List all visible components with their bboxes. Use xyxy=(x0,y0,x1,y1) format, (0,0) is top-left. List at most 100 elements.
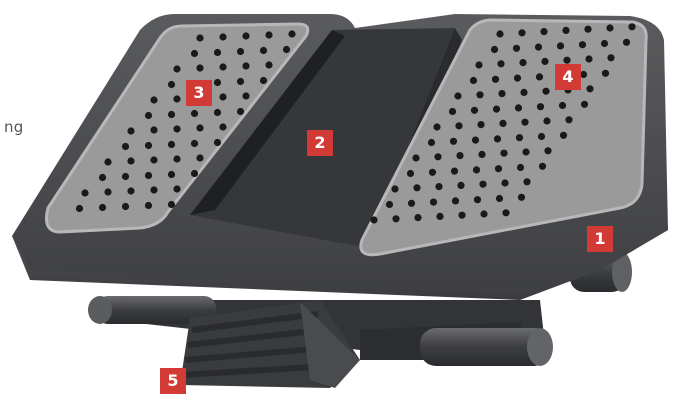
pad-hole xyxy=(214,139,221,146)
pad-hole xyxy=(522,148,529,155)
pad-hole xyxy=(260,77,267,84)
pad-hole xyxy=(519,59,526,66)
pad-hole xyxy=(479,181,486,188)
pad-hole xyxy=(452,197,459,204)
pad-hole xyxy=(219,93,226,100)
pad-hole xyxy=(428,139,435,146)
pad-hole xyxy=(122,143,129,150)
pad-hole xyxy=(541,58,548,65)
pad-hole xyxy=(242,92,249,99)
pad-hole xyxy=(196,124,203,131)
pad-hole xyxy=(191,140,198,147)
pad-hole xyxy=(518,29,525,36)
callout-1-badge[interactable]: 1 xyxy=(587,226,613,252)
pad-hole xyxy=(535,44,542,51)
pad-hole xyxy=(81,189,88,196)
pad-hole xyxy=(150,126,157,133)
pad-hole xyxy=(436,213,443,220)
cropped-text-fragment: ng xyxy=(4,118,23,136)
pad-hole xyxy=(602,70,609,77)
pad-hole xyxy=(607,54,614,61)
front-roller-right xyxy=(420,328,553,366)
pad-hole xyxy=(565,116,572,123)
pad-hole xyxy=(456,152,463,159)
pad-hole xyxy=(454,92,461,99)
pad-hole xyxy=(476,91,483,98)
pad-hole xyxy=(501,179,508,186)
pad-hole xyxy=(191,50,198,57)
pad-hole xyxy=(413,184,420,191)
pad-hole xyxy=(472,137,479,144)
pad-hole xyxy=(214,49,221,56)
pad-hole xyxy=(242,62,249,69)
pad-hole xyxy=(540,28,547,35)
pad-hole xyxy=(168,111,175,118)
pad-hole xyxy=(557,42,564,49)
pad-hole xyxy=(474,196,481,203)
pad-hole xyxy=(449,108,456,115)
pad-hole xyxy=(168,81,175,88)
pad-hole xyxy=(584,26,591,33)
callout-4-badge[interactable]: 4 xyxy=(555,64,581,90)
pad-hole xyxy=(471,107,478,114)
pad-hole xyxy=(544,147,551,154)
pad-hole xyxy=(145,202,152,209)
pad-hole xyxy=(430,199,437,206)
pad-hole xyxy=(173,125,180,132)
pad-hole xyxy=(495,165,502,172)
pad-hole xyxy=(408,200,415,207)
pad-hole xyxy=(499,120,506,127)
pad-hole xyxy=(265,61,272,68)
callout-2-badge[interactable]: 2 xyxy=(307,130,333,156)
pad-hole xyxy=(370,216,377,223)
pad-hole xyxy=(500,150,507,157)
pad-hole xyxy=(542,88,549,95)
pad-hole xyxy=(623,39,630,46)
pad-hole xyxy=(127,127,134,134)
pad-hole xyxy=(478,151,485,158)
pad-hole xyxy=(145,172,152,179)
pad-hole xyxy=(219,63,226,70)
pad-hole xyxy=(283,46,290,53)
pad-hole xyxy=(514,75,521,82)
pad-hole xyxy=(104,188,111,195)
pad-hole xyxy=(520,89,527,96)
pad-hole xyxy=(606,24,613,31)
pad-hole xyxy=(392,215,399,222)
pad-hole xyxy=(386,201,393,208)
pad-hole xyxy=(457,182,464,189)
callout-5-badge[interactable]: 5 xyxy=(160,368,186,394)
pad-hole xyxy=(145,142,152,149)
callout-3-badge[interactable]: 3 xyxy=(186,80,212,106)
pad-hole xyxy=(168,171,175,178)
pad-hole xyxy=(288,30,295,37)
pad-hole xyxy=(145,112,152,119)
pad-hole xyxy=(196,34,203,41)
pad-hole xyxy=(543,117,550,124)
pad-hole xyxy=(219,123,226,130)
pad-hole xyxy=(458,212,465,219)
pad-hole xyxy=(265,31,272,38)
pad-hole xyxy=(104,158,111,165)
pad-hole xyxy=(173,155,180,162)
pad-hole xyxy=(429,169,436,176)
pad-hole xyxy=(242,32,249,39)
pad-hole xyxy=(99,204,106,211)
pad-hole xyxy=(536,73,543,80)
pad-hole xyxy=(168,201,175,208)
pad-hole xyxy=(502,209,509,216)
pad-hole xyxy=(480,210,487,217)
pad-hole xyxy=(237,78,244,85)
pad-hole xyxy=(537,103,544,110)
pad-hole xyxy=(539,163,546,170)
pad-hole xyxy=(150,96,157,103)
pad-hole xyxy=(150,186,157,193)
pad-hole xyxy=(559,102,566,109)
pad-hole xyxy=(496,195,503,202)
pad-hole xyxy=(477,121,484,128)
pad-hole xyxy=(391,185,398,192)
pad-hole xyxy=(497,60,504,67)
pad-hole xyxy=(433,123,440,130)
pad-hole xyxy=(581,101,588,108)
